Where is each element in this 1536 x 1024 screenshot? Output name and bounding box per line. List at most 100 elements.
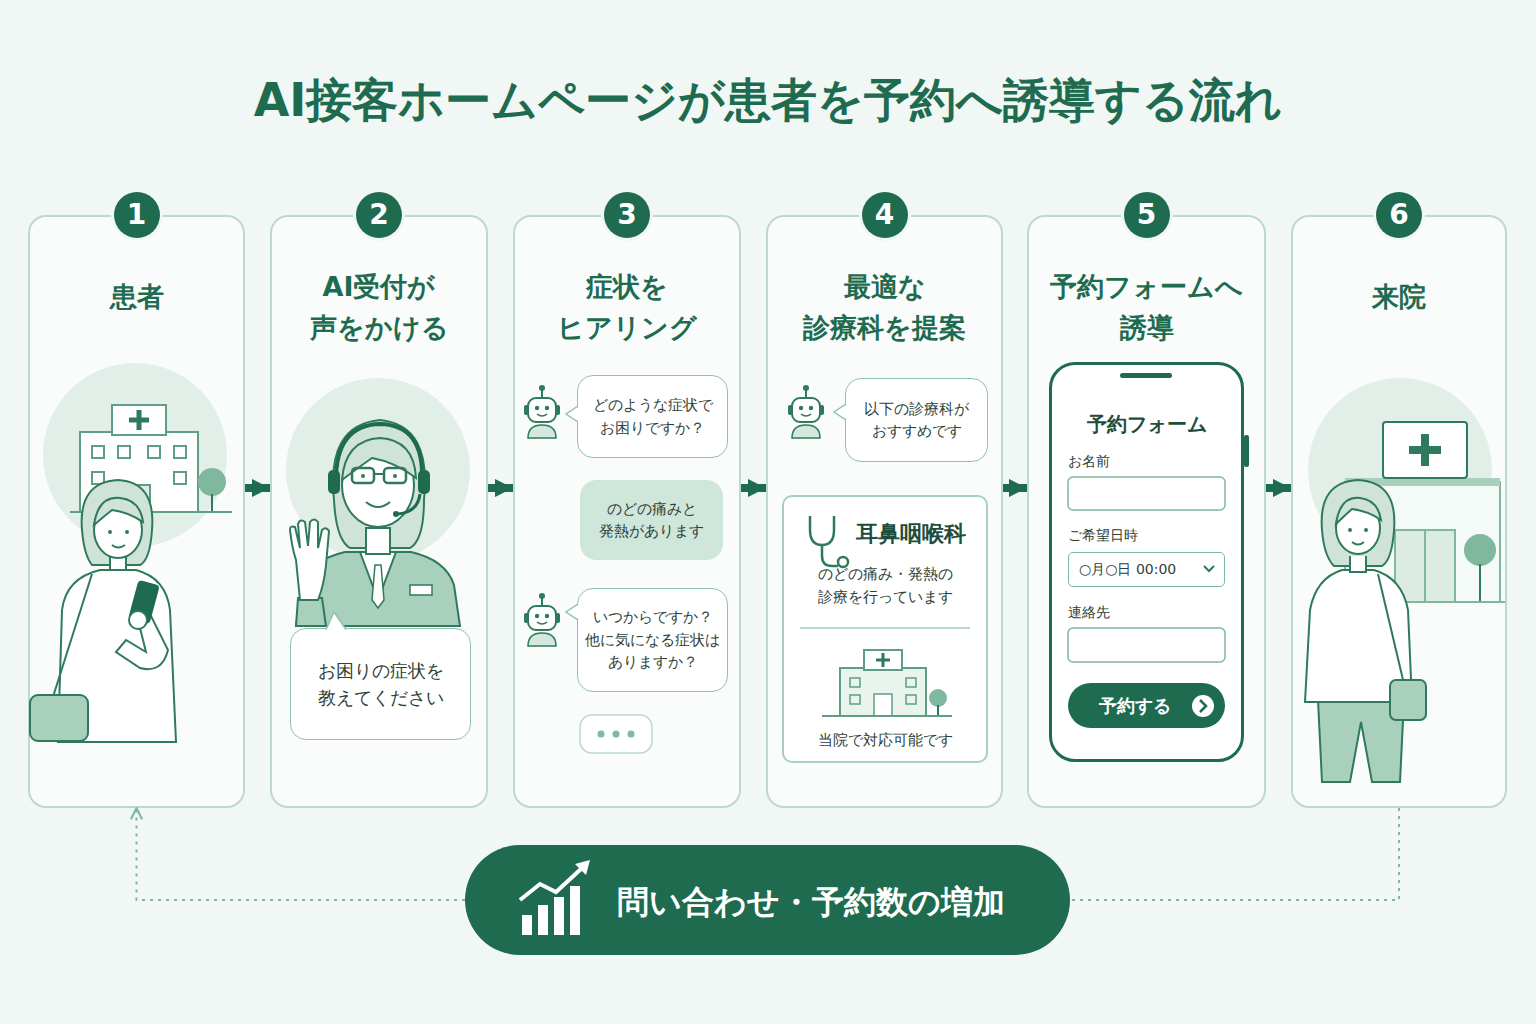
receptionist-illustration [372, 565, 384, 608]
suggestion-decoration [850, 678, 860, 687]
receptionist-illustration [286, 378, 470, 631]
node-text: ○月○日 00:00 [1079, 559, 1176, 580]
patient-illustration [70, 511, 232, 513]
growth-chart-icon [570, 886, 580, 935]
suggestion-decoration [834, 404, 848, 420]
growth-chart-icon [538, 905, 548, 935]
chat-decoration [628, 731, 635, 738]
receptionist-illustration [296, 552, 460, 626]
node-text: のどの痛みと 発熱があります [599, 498, 704, 543]
visit-illustration [1305, 570, 1412, 702]
patient-illustration [92, 446, 104, 458]
flow-arrow [1003, 484, 1027, 492]
receptionist-illustration [366, 502, 390, 507]
feedback-line [1070, 808, 1399, 900]
visit-illustration [1364, 528, 1368, 532]
result-band: 問い合わせ・予約数の増加 [465, 845, 1070, 955]
patient-illustration [43, 363, 227, 547]
chat-decoration [598, 731, 605, 738]
receptionist-illustration [336, 424, 422, 480]
receptionist-illustration [360, 552, 396, 600]
patient-illustration [110, 556, 126, 570]
speech-bubble: お困りの症状を 教えてください [290, 628, 471, 740]
receptionist-illustration [352, 468, 374, 483]
node-text: 予約フォームへ 誘導 [1050, 267, 1243, 348]
chat-decoration [566, 604, 578, 620]
patient-illustration [82, 480, 153, 565]
node-text: ご希望日時 [1068, 525, 1138, 546]
visit-illustration [1464, 534, 1496, 566]
receptionist-illustration [384, 468, 406, 483]
growth-chart-icon [520, 860, 590, 935]
patient-illustration [112, 405, 166, 435]
visit-illustration [1336, 502, 1380, 554]
step-panel: 2AI受付が 声をかけるお困りの症状を 教えてください [270, 215, 488, 808]
feedback-line [137, 808, 466, 900]
node-text: AI受付が 声をかける [310, 267, 449, 348]
receptionist-illustration [342, 443, 414, 527]
visit-illustration [1425, 530, 1455, 602]
step-number: 4 [862, 192, 908, 238]
visit-illustration [1479, 564, 1481, 602]
node-text: どのような症状で お困りですか？ [593, 394, 713, 439]
visit-illustration [1350, 556, 1366, 572]
chat-bubble: いつからですか？ 他に気になる症状は ありますか？ [577, 588, 728, 692]
suggestion-decoration [929, 689, 947, 707]
chat-decoration [613, 731, 620, 738]
step-number: 1 [114, 192, 160, 238]
step-number: 2 [356, 192, 402, 238]
flow-arrow [245, 484, 270, 492]
patient-illustration [174, 472, 186, 484]
phone-form: 予約フォームお名前ご希望日時連絡先○月○日 00:00予約する [1049, 362, 1244, 762]
receptionist-illustration [393, 474, 397, 478]
patient-illustration [198, 468, 226, 496]
submit-button: 予約する [1068, 683, 1225, 728]
suggestion-decoration [834, 404, 846, 420]
visit-illustration [1378, 574, 1404, 684]
receptionist-illustration [326, 612, 346, 631]
chat-bubble: どのような症状で お困りですか？ [577, 375, 728, 458]
visit-illustration [1336, 498, 1381, 524]
suggestion-decoration [937, 705, 939, 716]
visit-illustration [1345, 482, 1500, 602]
receptionist-illustration [342, 438, 416, 480]
chat-decoration [524, 593, 560, 646]
receptionist-illustration [398, 494, 420, 514]
department-card: 耳鼻咽喉科のどの痛み・発熱の 診療を行っています当院で対応可能です [782, 495, 988, 763]
suggestion-decoration [850, 695, 860, 704]
receptionist-illustration [374, 473, 384, 475]
patient-illustration [108, 530, 112, 534]
suggestion-decoration [906, 678, 916, 687]
chat-decoration [580, 715, 652, 753]
suggestion-decoration [800, 627, 970, 629]
chat-bubble: 以下の診療科が おすすめです [845, 378, 988, 462]
visit-illustration [1383, 422, 1467, 478]
step-number: 3 [604, 192, 650, 238]
form-decoration [1068, 628, 1225, 662]
diagram-title: AI接客ホームページが患者を予約へ誘導する流れ [0, 70, 1536, 132]
patient-illustration [94, 502, 142, 558]
receptionist-illustration [410, 585, 432, 595]
node-text: 当院で対応可能です [818, 729, 953, 752]
visit-illustration [1308, 378, 1492, 562]
node-text: 最適な 診療科を提案 [803, 267, 966, 348]
node-text: お困りの症状を 教えてください [318, 657, 444, 711]
node-text: 患者 [110, 277, 164, 318]
node-text: いつからですか？ 他に気になる症状は ありますか？ [585, 606, 720, 674]
patient-illustration [58, 570, 176, 742]
chat-decoration [524, 385, 652, 753]
visit-illustration [1348, 528, 1352, 532]
receptionist-illustration [326, 612, 346, 630]
form-decoration [1068, 477, 1225, 510]
flow-arrow [741, 484, 766, 492]
node-text: 症状を ヒアリング [557, 267, 697, 348]
chat-decoration [566, 604, 580, 620]
date-select: ○月○日 00:00 [1068, 552, 1225, 587]
node-text: お名前 [1068, 451, 1110, 472]
visit-illustration [1352, 542, 1364, 545]
form-decoration [1200, 700, 1206, 712]
chat-decoration [524, 385, 560, 438]
patient-illustration [128, 485, 150, 512]
receptionist-illustration [418, 470, 430, 494]
